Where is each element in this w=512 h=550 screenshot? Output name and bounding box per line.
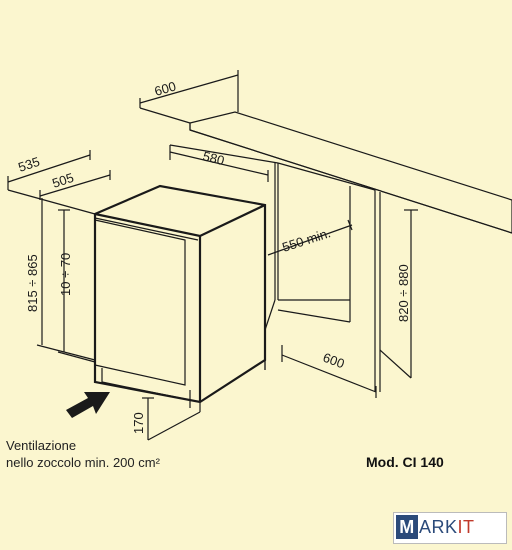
dim-niche-width — [169, 151, 269, 182]
dim-overall-height — [36, 198, 96, 361]
ventilation-caption: Ventilazione nello zoccolo min. 200 cm² — [6, 437, 160, 471]
model-label: Mod. CI 140 — [366, 454, 444, 470]
ventilation-arrow — [66, 392, 110, 418]
logo-text-ark: ARK — [419, 516, 458, 537]
dim-plinth-height — [142, 397, 201, 441]
dim-top-depth-label: 600 — [153, 78, 178, 98]
logo-text-it: IT — [457, 516, 475, 537]
dim-overall-depth — [7, 150, 96, 215]
dim-niche-width-label: 580 — [201, 148, 226, 168]
dim-niche-height — [379, 209, 418, 379]
cabinet-niche — [169, 144, 381, 392]
dim-plinth-height-label: 170 — [131, 412, 146, 434]
dim-adjust-height-label: 10 ÷ 70 — [58, 253, 73, 296]
dim-niche-width-bottom-label: 600 — [321, 350, 347, 372]
caption-line-2: nello zoccolo min. 200 cm² — [6, 455, 160, 470]
dim-niche-depth — [267, 219, 353, 256]
worktop — [189, 111, 512, 234]
dim-top-depth — [139, 70, 239, 124]
dim-cabinet-depth-label: 505 — [50, 170, 75, 191]
dim-overall-depth-label: 535 — [16, 154, 41, 175]
dim-adjust-height — [57, 209, 96, 363]
logo-letter-m: M — [396, 515, 418, 539]
dim-overall-height-label: 815 ÷ 865 — [25, 254, 40, 312]
markit-logo: M ARK IT — [396, 514, 475, 540]
dim-cabinet-depth — [39, 170, 111, 200]
caption-line-1: Ventilazione — [6, 438, 77, 453]
dim-niche-width-bottom — [281, 345, 377, 398]
dim-niche-depth-label: 550 min. — [280, 225, 332, 255]
appliance — [93, 184, 267, 412]
dim-niche-height-label: 820 ÷ 880 — [396, 264, 411, 322]
